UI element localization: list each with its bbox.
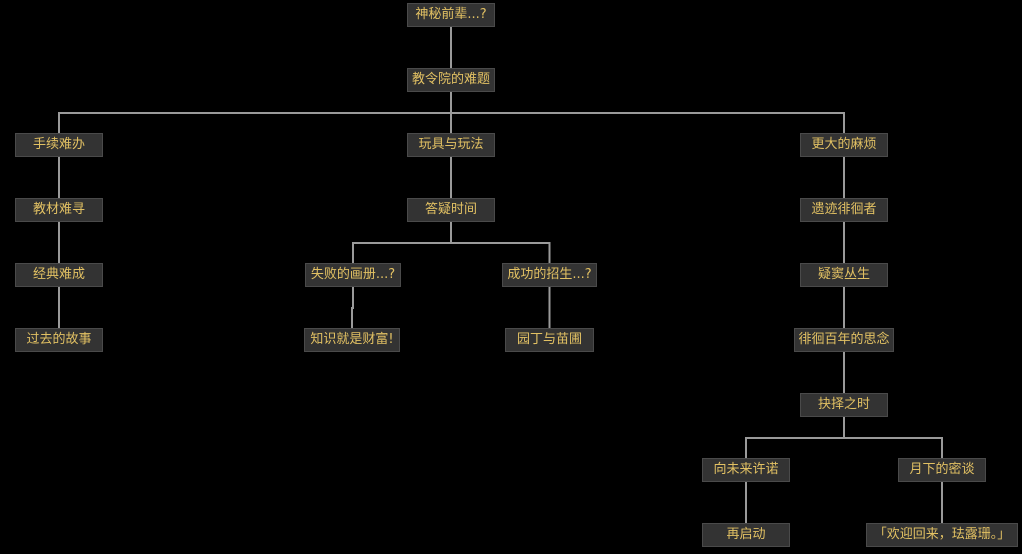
edge-n17-n19	[843, 417, 943, 458]
node-n16[interactable]: 徘徊百年的思念	[794, 328, 894, 352]
edge-n02-n05	[450, 92, 845, 133]
node-n11[interactable]: 成功的招生...?	[502, 263, 597, 287]
node-n08[interactable]: 遗迹徘徊者	[800, 198, 888, 222]
edge-n02-n03	[58, 92, 452, 133]
node-n07[interactable]: 答疑时间	[407, 198, 495, 222]
node-n17[interactable]: 抉择之时	[800, 393, 888, 417]
node-n18[interactable]: 向未来许诺	[702, 458, 790, 482]
node-n13[interactable]: 过去的故事	[15, 328, 103, 352]
node-n14[interactable]: 知识就是财富!	[304, 328, 400, 352]
node-n04[interactable]: 玩具与玩法	[407, 133, 495, 157]
node-n15[interactable]: 园丁与苗圃	[505, 328, 594, 352]
node-n09[interactable]: 经典难成	[15, 263, 103, 287]
node-n06[interactable]: 教材难寻	[15, 198, 103, 222]
node-n02[interactable]: 教令院的难题	[407, 68, 495, 92]
node-n10[interactable]: 失败的画册...?	[305, 263, 401, 287]
edge-n07-n10	[352, 222, 452, 263]
node-n01[interactable]: 神秘前辈...?	[407, 3, 495, 27]
node-n05[interactable]: 更大的麻烦	[800, 133, 888, 157]
node-n21[interactable]: 「欢迎回来，珐露珊。」	[866, 523, 1018, 547]
edge-n17-n18	[745, 417, 845, 458]
node-n12[interactable]: 疑窦丛生	[800, 263, 888, 287]
node-n03[interactable]: 手续难办	[15, 133, 103, 157]
node-n20[interactable]: 再启动	[702, 523, 790, 547]
edge-n07-n11	[450, 222, 551, 263]
edge-n10-n14	[351, 287, 354, 328]
node-n19[interactable]: 月下的密谈	[898, 458, 986, 482]
